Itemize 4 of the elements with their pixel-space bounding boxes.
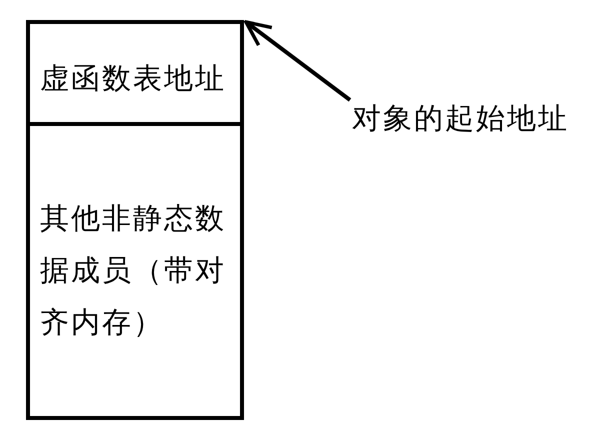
arrow: [244, 20, 352, 102]
box-text: 其他非静态数据成员（带对齐内存）: [40, 200, 227, 341]
box-text: 虚函数表地址: [40, 60, 227, 97]
start-address-label: 对象的起始地址: [352, 98, 569, 138]
